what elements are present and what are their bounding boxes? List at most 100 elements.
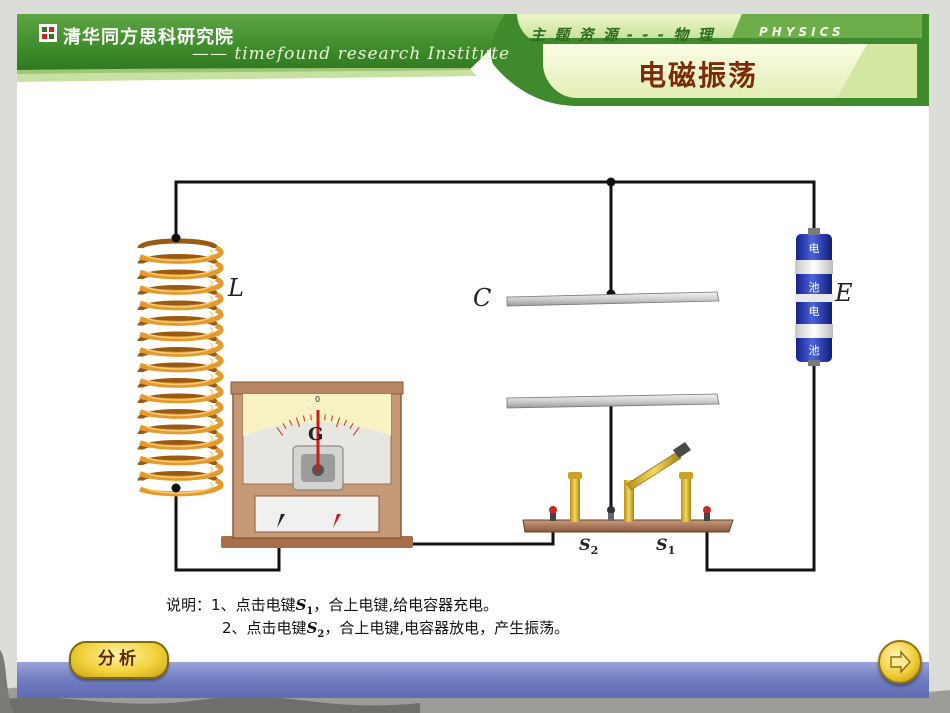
coil-highlight	[145, 280, 214, 293]
topic-title: 电磁振荡	[637, 59, 758, 92]
coil-turn-front	[139, 338, 224, 357]
coil-highlight	[145, 249, 214, 262]
coil-highlight	[145, 481, 214, 494]
note-text: ，合上电键,电容器放电，产生振荡。	[324, 619, 570, 637]
note-key: S2	[306, 619, 325, 640]
coil-turn-front	[139, 385, 224, 404]
galvanometer-zero-mark: 0	[315, 395, 321, 404]
arrow-right-icon	[890, 650, 911, 674]
inductor-coil	[137, 238, 224, 497]
battery-text: 池	[809, 281, 820, 294]
switch-s1-handle	[673, 442, 691, 458]
galvanometer	[221, 381, 413, 548]
switch-base	[522, 519, 734, 533]
coil-turn-front	[139, 261, 224, 280]
battery-band	[795, 324, 833, 338]
switch-terminal	[607, 506, 615, 514]
coil-turn-back	[137, 424, 219, 435]
coil-turn-front	[139, 354, 224, 373]
switch-terminal	[608, 513, 614, 521]
scale-tick	[330, 415, 334, 422]
battery-text: 电	[809, 305, 820, 318]
note-key: S1	[295, 596, 314, 617]
note-text: 点击电键	[246, 619, 307, 637]
next-button[interactable]	[878, 640, 922, 684]
note-line-2: 2、点击电键S2，合上电键,电容器放电，产生振荡。	[166, 617, 569, 640]
coil-turn-back	[137, 471, 219, 482]
switch-s2-post	[570, 476, 580, 522]
analyze-button[interactable]: 分析	[69, 641, 169, 679]
scale-tick	[289, 419, 293, 426]
capacitor	[506, 291, 720, 409]
coil-terminal	[171, 483, 181, 493]
coil-turn-back	[137, 440, 219, 451]
switch-terminal	[703, 506, 711, 514]
battery-label: E	[835, 279, 853, 307]
coil-turn-back	[137, 409, 219, 420]
logo-icon	[39, 24, 57, 42]
left-bottom-wire	[174, 488, 281, 572]
capacitor-lower-plate	[506, 393, 720, 409]
coil-turn-front	[139, 369, 224, 388]
battery-band	[795, 260, 833, 274]
battery-text: 电	[809, 242, 820, 255]
coil-highlight	[145, 311, 214, 324]
coil-turn-front	[139, 245, 224, 264]
battery-text: 池	[809, 344, 820, 357]
coil-highlight	[145, 404, 214, 417]
scale-tick	[295, 417, 300, 428]
coil-turn-back	[137, 455, 219, 466]
brand-subtitle: —— timefound research Institute	[192, 44, 510, 64]
footer-bar	[17, 662, 929, 698]
galvanometer-panel	[254, 495, 380, 533]
switch-s1-post-cap	[679, 472, 693, 479]
note-prefix: 说明：	[166, 596, 212, 614]
junction-dot	[606, 177, 616, 187]
battery-terminal	[808, 228, 820, 235]
coil-turn-front	[139, 276, 224, 295]
coil-turn-back	[137, 393, 219, 404]
scale-tick	[302, 415, 306, 422]
inductor-label: L	[228, 274, 244, 302]
coil-highlight	[145, 388, 214, 401]
switch-s1-post	[681, 476, 691, 522]
switch-s2-index: 2	[590, 544, 599, 558]
coil-terminal	[171, 233, 181, 243]
coil-turn-back	[137, 347, 219, 358]
switch-s2-label[interactable]: S2	[579, 535, 598, 557]
coil-highlight	[145, 326, 214, 339]
battery-joint	[795, 294, 833, 302]
battery: 电 池 电 池	[795, 228, 833, 366]
switch-board	[522, 442, 734, 533]
note-number: 1、	[211, 596, 236, 614]
switch-s2-post-cap	[568, 472, 582, 479]
switch-s1-index: 1	[667, 544, 676, 558]
scale-tick	[336, 417, 341, 428]
physics-label: PHYSICS	[759, 25, 845, 39]
coil-turn-back	[137, 285, 219, 296]
coil-turn-front	[139, 462, 224, 481]
top-wire	[174, 180, 816, 242]
circuit-diagram: 电 池 电 池	[137, 177, 833, 572]
scale-tick	[349, 423, 354, 429]
coil-turn-front	[139, 292, 224, 311]
coil-highlight	[145, 342, 214, 355]
capacitor-label: C	[473, 284, 492, 312]
switch-s1-label[interactable]: S1	[656, 535, 675, 557]
switch-terminal	[549, 506, 557, 514]
note-text: ，合上电键,给电容器充电。	[313, 596, 499, 614]
header-banner: 清华同方思科研究院 —— timefound research Institut…	[17, 14, 929, 106]
coil-turn-front	[139, 431, 224, 450]
coil-turn-front	[139, 400, 224, 419]
galvanometer-label: G	[308, 424, 324, 445]
coil-turn-back	[137, 316, 219, 327]
coil-turn-front	[139, 447, 224, 466]
switch-terminal	[550, 513, 556, 521]
note-text: 点击电键	[235, 596, 296, 614]
capacitor-upper-plate	[506, 291, 720, 307]
coil-highlight	[145, 435, 214, 448]
coil-highlight	[145, 373, 214, 386]
scale-tick	[352, 427, 360, 436]
coil-turn-front	[139, 478, 224, 497]
coil-turn-back	[137, 269, 219, 280]
